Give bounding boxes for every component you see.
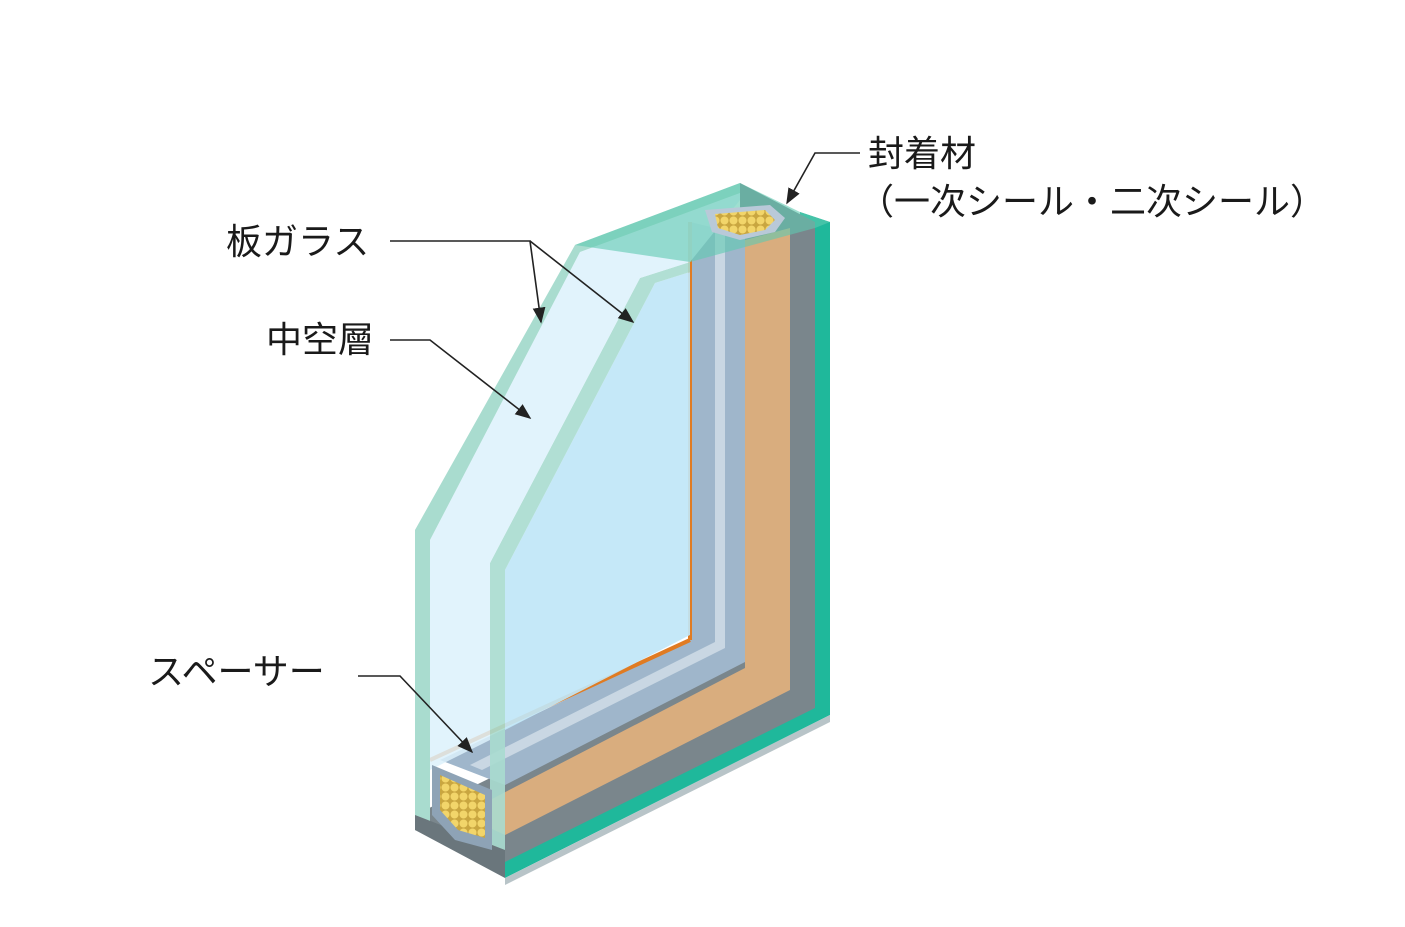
inner-glass-edge	[490, 262, 690, 865]
glass-pane-leader-1	[390, 240, 546, 324]
label-sealant-detail: （一次シール・二次シール）	[858, 182, 1326, 223]
sealant-leader	[786, 152, 860, 205]
label-glass-pane: 板ガラス	[226, 222, 369, 263]
air-layer-leader	[390, 339, 532, 419]
label-spacer: スペーサー	[148, 652, 325, 693]
spacer-frame	[440, 222, 745, 785]
glass-pane-leader-2	[529, 240, 635, 323]
bottom-seal-section	[415, 815, 505, 878]
primary-seal	[490, 228, 790, 835]
label-sealant: 封着材	[868, 134, 976, 175]
glass-unit	[415, 183, 830, 885]
bottom-desiccant	[440, 775, 485, 838]
glass-top-edge	[575, 183, 830, 262]
top-desiccant	[715, 210, 775, 235]
spacer-leader	[358, 675, 474, 754]
outer-glass-face	[430, 193, 740, 770]
back-glass-bottom	[505, 715, 830, 885]
label-air-layer: 中空層	[266, 320, 374, 361]
inner-glass-face	[505, 272, 690, 730]
